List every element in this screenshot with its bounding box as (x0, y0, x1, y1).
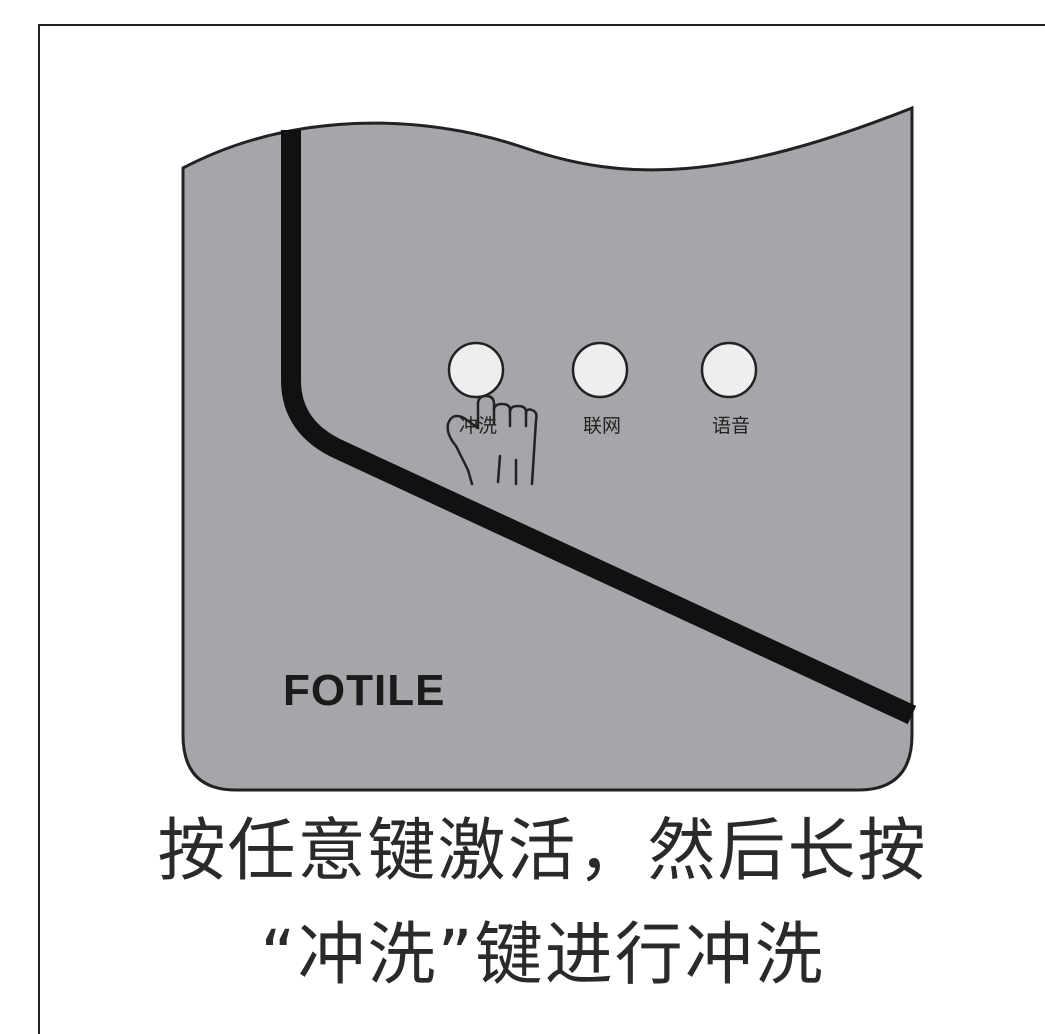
panel-stripe (281, 130, 917, 725)
instruction-line-1: 按任意键激活，然后长按 (157, 812, 928, 891)
control-panel-illustration: 冲洗 联网 语音 FOTILE (181, 105, 917, 792)
network-button[interactable] (571, 341, 629, 399)
hand-pointer-icon (446, 394, 538, 486)
instruction-line-2: “冲洗”键进行冲洗 (260, 916, 825, 995)
brand-logo: FOTILE (283, 666, 445, 715)
voice-button-label: 语音 (712, 415, 750, 437)
flush-button[interactable] (447, 341, 505, 399)
voice-button[interactable] (700, 341, 758, 399)
network-button-label: 联网 (583, 415, 621, 437)
panel-body (181, 105, 914, 792)
figure-frame (38, 24, 1045, 1034)
